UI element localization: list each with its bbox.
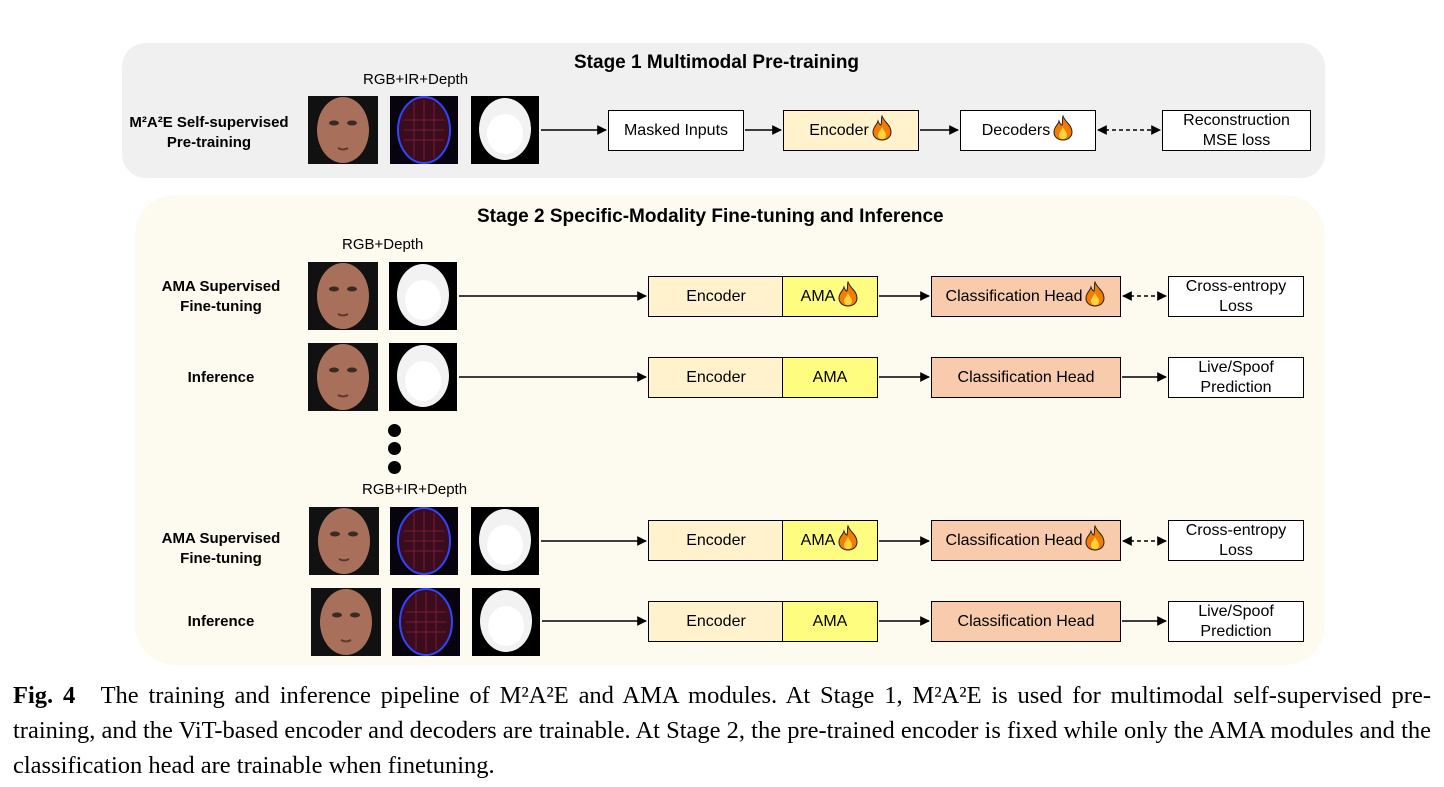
row-d-cls-head-box: Classification Head [931,601,1121,642]
row-a-encoder-box: Encoder [648,276,784,317]
face-depth-image [389,262,457,330]
ellipsis-dot [388,442,401,455]
caption-label: Fig. 4 [13,682,76,709]
row-b-encoder-label: Encoder [686,368,746,386]
face-rgb-image [308,343,378,411]
row-b-pred-line2: Prediction [1200,378,1272,396]
row-d-pred-line2: Prediction [1200,622,1272,640]
row-a-ama-box: AMA [782,276,878,317]
row-a-encoder-label: Encoder [686,287,746,305]
row-d-ama-box: AMA [782,601,878,642]
face-depth-image [471,96,539,164]
row-a-ce-line1: Cross-entropy [1185,277,1287,295]
row-c-ce-loss-box: Cross-entropy Loss [1168,520,1304,561]
row-d-prediction-box: Live/Spoof Prediction [1168,601,1304,642]
row-a-label-line1: AMA Supervised [161,278,281,295]
flame-icon [1084,523,1106,557]
reconstruction-loss-line1: Reconstruction [1183,111,1290,129]
face-ir-image [390,96,458,164]
stage2-title: Stage 2 Specific-Modality Fine-tuning an… [477,206,944,227]
masked-inputs-label: Masked Inputs [623,121,729,139]
row-b-cls-head-box: Classification Head [931,357,1121,398]
row-a-label: AMA Supervised Fine-tuning [140,277,302,317]
caption-text: The training and inference pipeline of M… [13,682,1431,779]
row-b-prediction-box: Live/Spoof Prediction [1168,357,1304,398]
face-rgb-image [308,96,378,164]
row-b-ama-box: AMA [782,357,878,398]
row-c-label-line1: AMA Supervised [161,530,281,547]
figure-caption: Fig. 4 The training and inference pipeli… [13,678,1431,783]
row-a-ce-line2: Loss [1219,297,1253,315]
row-d-pred-line1: Live/Spoof [1198,602,1274,620]
stage1-row-label-line2: Pre-training [166,134,252,151]
face-rgb-image [308,262,378,330]
row-d-encoder-box: Encoder [648,601,784,642]
stage2-modality-label-rgb-depth: RGB+Depth [342,236,424,253]
reconstruction-loss-line2: MSE loss [1202,131,1271,149]
face-depth-image [389,343,457,411]
face-rgb-image [311,588,381,656]
flame-icon [1084,279,1106,313]
row-d-encoder-label: Encoder [686,612,746,630]
row-b-ama-label: AMA [812,368,848,386]
row-c-label-line2: Fine-tuning [180,550,262,567]
face-ir-image [392,588,460,656]
stage1-modality-label: RGB+IR+Depth [363,71,469,88]
face-depth-image [471,507,539,575]
flame-icon [1052,113,1074,147]
face-ir-image [390,507,458,575]
masked-inputs-box: Masked Inputs [608,110,744,151]
stage2-modality-label-rgb-ir-depth: RGB+IR+Depth [362,481,468,498]
row-c-label: AMA Supervised Fine-tuning [140,529,302,569]
stage1-encoder-label: Encoder [809,121,869,139]
row-d-label: Inference [187,613,255,630]
flame-icon [871,113,893,147]
stage1-row-label: M²A²E Self-supervised Pre-training [118,113,300,153]
stage1-decoders-box: Decoders [960,110,1096,151]
row-c-ce-line1: Cross-entropy [1185,521,1287,539]
row-b-label: Inference [187,369,255,386]
row-c-cls-head-label: Classification Head [945,531,1083,549]
row-a-ce-loss-box: Cross-entropy Loss [1168,276,1304,317]
stage1-title: Stage 1 Multimodal Pre-training [574,52,860,73]
row-c-cls-head-box: Classification Head [931,520,1121,561]
row-c-ama-box: AMA [782,520,878,561]
ellipsis-dot [388,461,401,474]
flame-icon [837,523,859,557]
row-c-ama-label: AMA [800,531,836,549]
row-c-encoder-box: Encoder [648,520,784,561]
stage1-decoders-label: Decoders [981,121,1051,139]
row-a-cls-head-label: Classification Head [945,287,1083,305]
reconstruction-loss-box: Reconstruction MSE loss [1162,110,1311,151]
stage1-row-label-line1: M²A²E Self-supervised [129,114,289,131]
row-c-encoder-label: Encoder [686,531,746,549]
row-b-cls-head-label: Classification Head [957,368,1095,386]
row-c-ce-line2: Loss [1219,541,1253,559]
row-d-ama-label: AMA [812,612,848,630]
row-a-label-line2: Fine-tuning [180,298,262,315]
stage1-encoder-box: Encoder [783,110,919,151]
row-a-ama-label: AMA [800,287,836,305]
face-rgb-image [309,507,379,575]
ellipsis-dot [388,424,401,437]
row-b-pred-line1: Live/Spoof [1198,358,1274,376]
face-depth-image [472,588,540,656]
flame-icon [837,279,859,313]
row-b-encoder-box: Encoder [648,357,784,398]
row-d-cls-head-label: Classification Head [957,612,1095,630]
row-a-cls-head-box: Classification Head [931,276,1121,317]
